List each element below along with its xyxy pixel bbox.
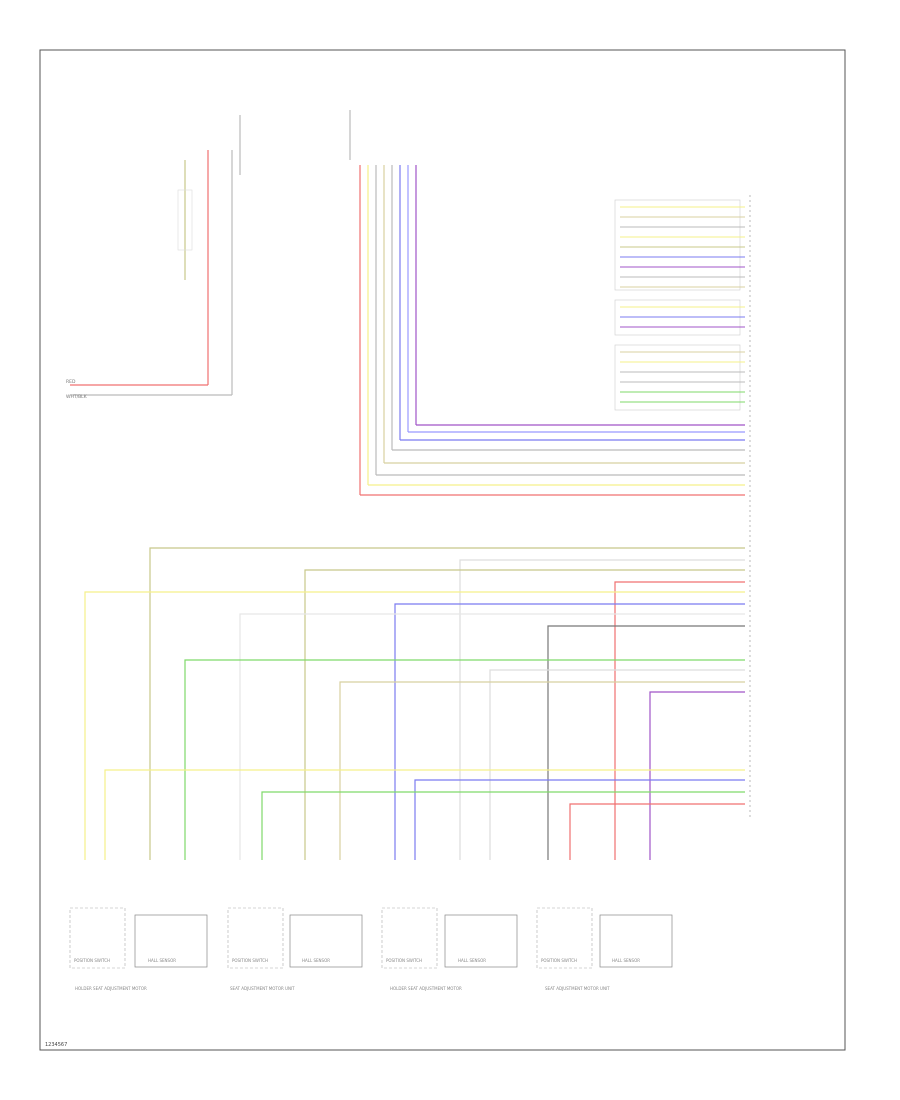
hall-sensor-label-2: HALL SENSOR: [302, 958, 330, 963]
hall-sensor-label-3: HALL SENSOR: [458, 958, 486, 963]
diagram-border: [39, 49, 846, 1051]
corner-code: 1234567: [45, 1042, 67, 1048]
fuse-bottom-label: WHT/BLK: [66, 394, 88, 400]
switch-group-3: [614, 344, 745, 411]
motor-unit-4: HALL SENSOR POSITION SWITCH SEAT ADJUSTM…: [536, 907, 673, 991]
position-switch-label-2: POSITION SWITCH: [232, 958, 268, 963]
motor-unit-3: HALL SENSOR POSITION SWITCH HOLDER SEAT …: [381, 907, 518, 991]
position-switch-label-1: POSITION SWITCH: [74, 958, 110, 963]
motor-caption-3: HOLDER SEAT ADJUSTMENT MOTOR: [390, 986, 462, 991]
hall-sensor-label-1: HALL SENSOR: [148, 958, 176, 963]
position-switch-label-3: POSITION SWITCH: [386, 958, 422, 963]
motor-unit-1: HALL SENSOR POSITION SWITCH HOLDER SEAT …: [69, 907, 208, 991]
motor-caption-4: SEAT ADJUSTMENT MOTOR UNIT: [545, 986, 610, 991]
motor-unit-2: HALL SENSOR POSITION SWITCH SEAT ADJUSTM…: [227, 907, 363, 991]
motor-caption-1: HOLDER SEAT ADJUSTMENT MOTOR: [75, 986, 147, 991]
switch-group-2: [614, 299, 745, 336]
switch-group-1: [614, 199, 745, 291]
fuse-top-label: RED: [66, 379, 76, 385]
harness-bundle: [349, 110, 745, 496]
hall-sensor-label-4: HALL SENSOR: [612, 958, 640, 963]
motor-caption-2: SEAT ADJUSTMENT MOTOR UNIT: [230, 986, 295, 991]
motor-wiring: [84, 547, 745, 860]
position-switch-label-4: POSITION SWITCH: [541, 958, 577, 963]
fuse-block: RED WHT/BLK: [66, 115, 241, 400]
control-module-connector: [614, 195, 751, 820]
